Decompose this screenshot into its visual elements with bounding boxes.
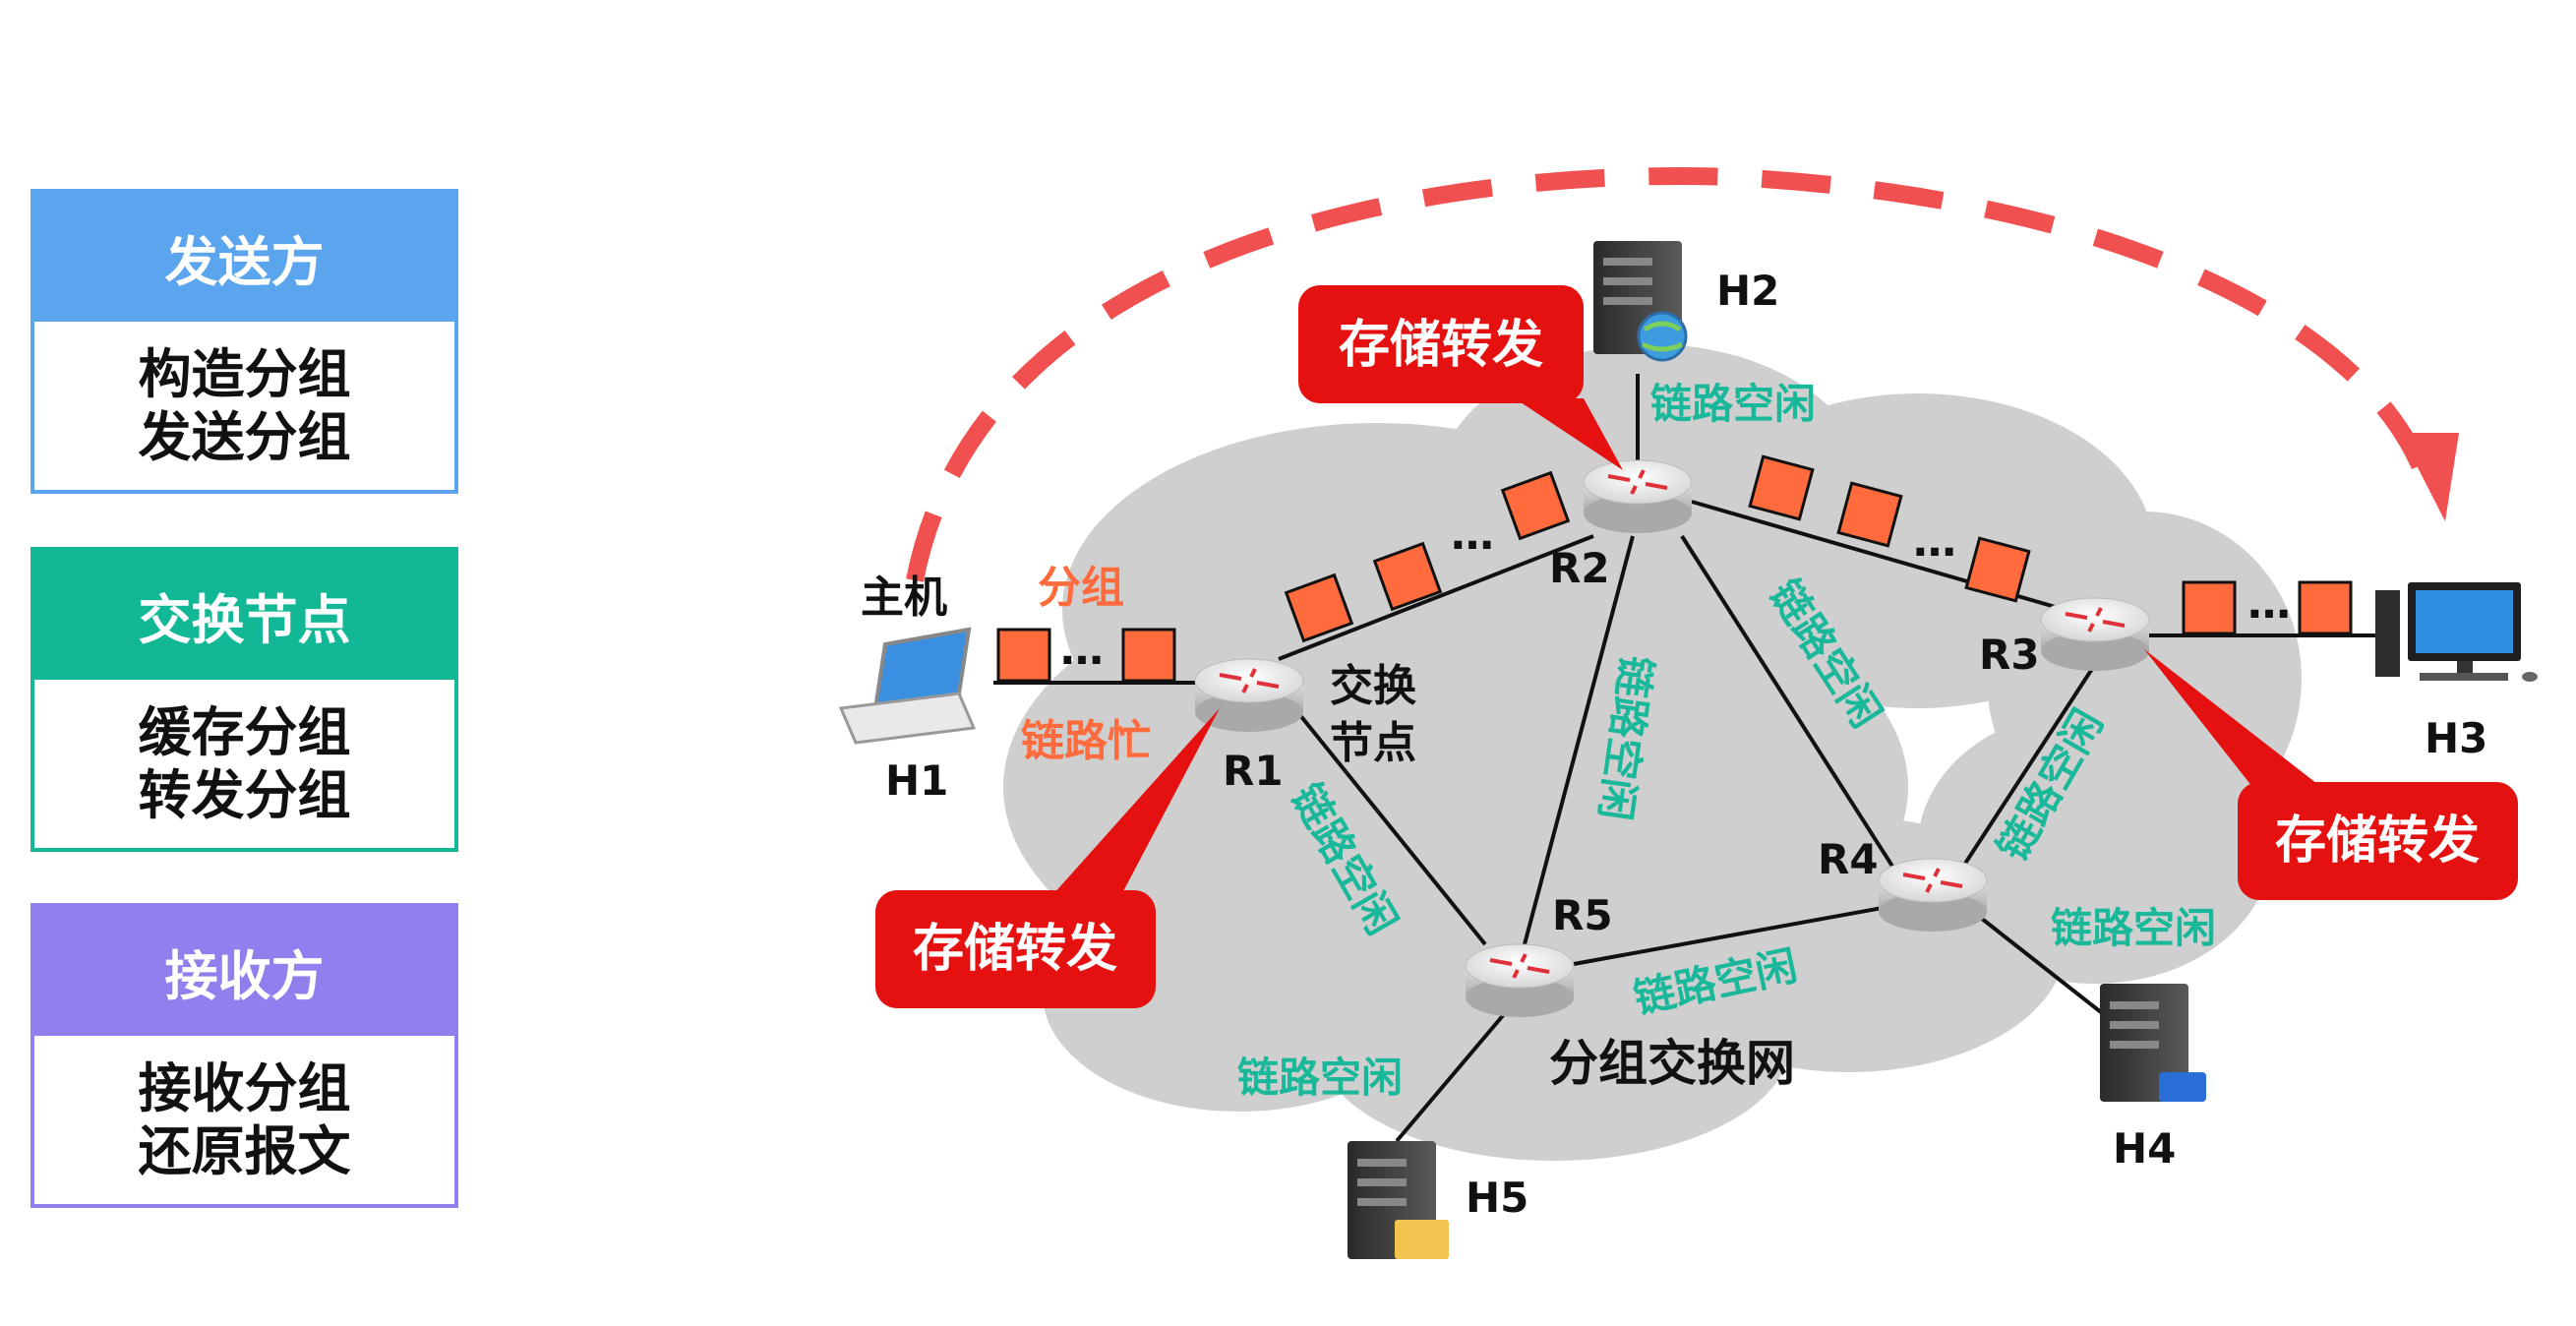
dashed-arc [906, 167, 2438, 582]
link-r2-r5 [1523, 535, 1635, 945]
desktop-h3-icon [2375, 582, 2538, 682]
orange-labels: 分组 链路忙 [1021, 563, 1151, 766]
node-labels: R1 R2 R3 R4 R5 H1 H2 H3 H4 H5 主机 交换 节点 分… [861, 267, 2487, 1222]
packet [2182, 580, 2237, 635]
switch-node-panel: 交换节点 缓存分组 转发分组 [30, 547, 458, 852]
label-link-idle: 链路空闲 [2051, 904, 2216, 952]
packet [1121, 628, 1176, 683]
packets [996, 454, 2353, 683]
ellipsis: … [1060, 625, 1104, 675]
label-h3: H3 [2425, 714, 2487, 762]
link-r4-r5 [1573, 903, 1899, 966]
laptop-icon [838, 627, 977, 745]
server-h2-icon [1593, 241, 1688, 362]
link-r1-r5 [1277, 687, 1487, 946]
sender-panel-title: 发送方 [34, 193, 454, 322]
label-packet: 分组 [1038, 563, 1124, 613]
router-r1 [1194, 658, 1304, 732]
ellipsis: … [1913, 516, 1956, 567]
sender-panel: 发送方 构造分组 发送分组 [30, 189, 458, 494]
packet [1748, 454, 1815, 521]
label-link-busy: 链路忙 [1021, 716, 1151, 766]
router-r2 [1583, 459, 1693, 533]
store-forward-callout-r3: 存储转发 [2144, 649, 2518, 900]
label-h5: H5 [1466, 1174, 1528, 1222]
film-icon [2159, 1072, 2206, 1102]
label-link-idle: 链路空闲 [1650, 380, 1816, 428]
router-r4 [1878, 858, 1988, 932]
link-r1-r2 [1278, 534, 1594, 661]
label-r3: R3 [1979, 631, 2040, 679]
receiver-line-1: 接收分组 [138, 1056, 351, 1119]
packet [1284, 573, 1354, 643]
packet [1372, 541, 1443, 612]
server-h5-icon [1348, 1141, 1449, 1259]
store-forward-callout-r1: 存储转发 [875, 708, 1220, 1008]
label-h2: H2 [1716, 267, 1779, 315]
callout-label: 存储转发 [913, 920, 1117, 979]
packet [996, 628, 1051, 683]
packet [1836, 481, 1903, 548]
receiver-panel: 接收方 接收分组 还原报文 [30, 903, 458, 1208]
label-cloud: 分组交换网 [1549, 1035, 1795, 1092]
switch-node-line-1: 缓存分组 [138, 700, 351, 763]
arrow-head-icon [2400, 433, 2459, 521]
label-r1: R1 [1223, 747, 1284, 795]
end-to-end-arrow [906, 167, 2459, 582]
ellipsis: … [2247, 578, 2291, 629]
router-r5 [1465, 943, 1575, 1017]
label-h1: H1 [885, 756, 948, 805]
ellipsis: … [1451, 510, 1494, 560]
link-r3-r4 [1955, 647, 2107, 877]
label-r2: R2 [1549, 544, 1610, 592]
folder-icon [1395, 1220, 1449, 1259]
label-r5: R5 [1552, 891, 1613, 939]
label-h4: H4 [2113, 1124, 2176, 1173]
receiver-line-2: 还原报文 [138, 1119, 351, 1182]
store-forward-callout-r2: 存储转发 [1298, 285, 1623, 470]
sender-line-1: 构造分组 [138, 342, 351, 405]
receiver-panel-title: 接收方 [34, 907, 454, 1036]
label-link-idle: 链路空闲 [1237, 1054, 1403, 1102]
packet-ellipses: … … … … [1060, 510, 2291, 675]
switch-node-panel-title: 交换节点 [34, 551, 454, 680]
link-r5-h5 [1395, 1011, 1507, 1143]
link-r2-r4 [1680, 534, 1900, 877]
packet [1500, 470, 1571, 541]
link-r4-h4 [1975, 913, 2117, 1025]
sender-line-2: 发送分组 [138, 405, 351, 468]
callout-label: 存储转发 [2275, 812, 2480, 871]
callout-label: 存储转发 [1339, 316, 1543, 375]
label-switch-node: 交换 [1330, 661, 1416, 711]
label-host: 主机 [861, 573, 947, 623]
globe-icon [1637, 311, 1688, 362]
switch-node-line-2: 转发分组 [138, 763, 351, 826]
server-h4-icon [2100, 984, 2206, 1102]
packet [1964, 536, 2031, 603]
router-r3 [2040, 597, 2150, 671]
label-r4: R4 [1818, 835, 1879, 883]
label-switch-node: 节点 [1330, 718, 1416, 768]
packet [2298, 580, 2353, 635]
